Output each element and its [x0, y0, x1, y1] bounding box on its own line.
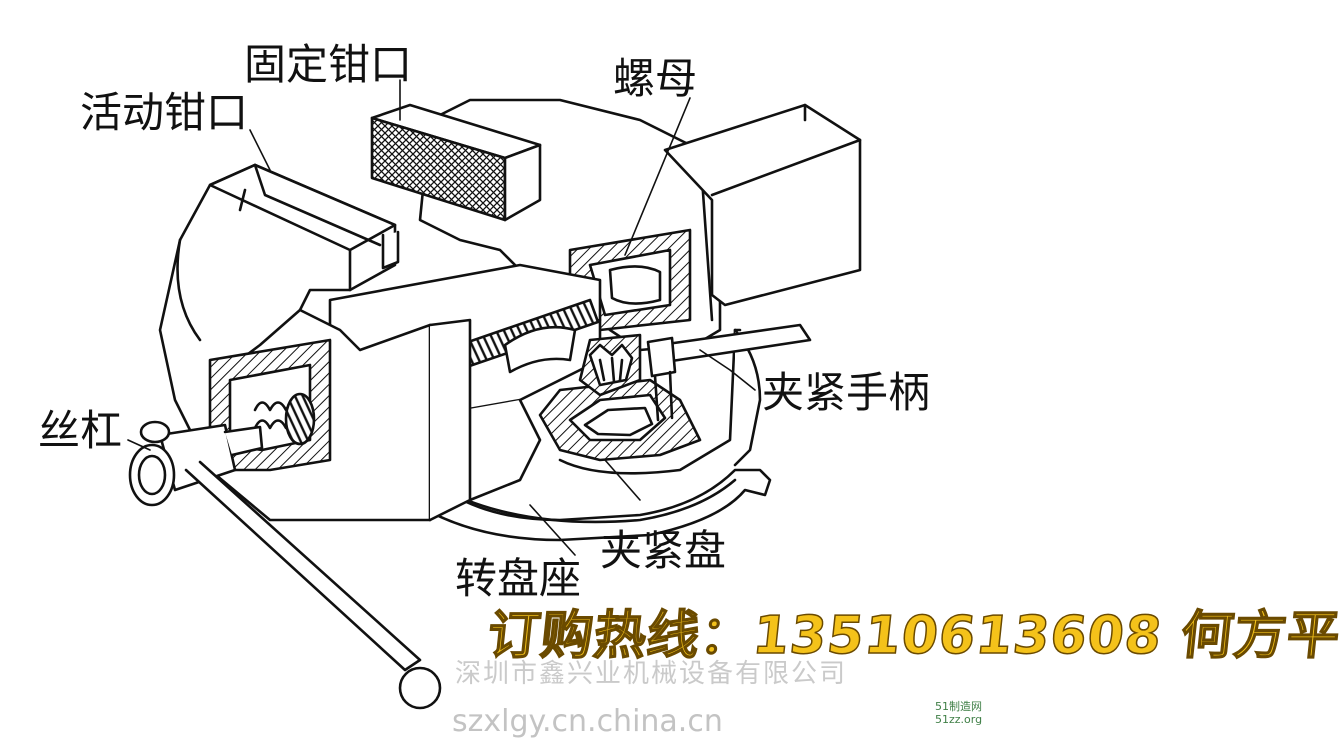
label-movable-jaw: 活动钳口 — [80, 88, 249, 137]
clamp-handle — [646, 323, 812, 422]
company-watermark: 深圳市鑫兴业机械设备有限公司 — [455, 659, 848, 689]
label-swivel-base: 转盘座 — [455, 554, 582, 603]
leader-swivel-base — [529, 504, 576, 556]
screw-handle-assembly — [128, 420, 442, 710]
leader-clamp-plate — [604, 459, 641, 501]
order-hotline-banner: 订购热线：13510613608 何方平 — [484, 605, 1343, 667]
screw-spring — [253, 392, 316, 446]
fixed-jaw — [370, 103, 542, 222]
label-nut: 螺母 — [613, 54, 698, 103]
clamp-gear — [588, 343, 634, 387]
label-fixed-jaw: 固定钳口 — [244, 40, 413, 89]
logo-line-2: 51zz.org — [935, 713, 983, 726]
site-url-watermark: szxlgy.cn.china.cn — [452, 704, 723, 739]
site-logo: 51制造网 51zz.org — [935, 700, 982, 726]
bench-vise-diagram — [127, 79, 862, 710]
swivel-base — [408, 328, 772, 542]
label-clamp-plate: 夹紧盘 — [600, 526, 727, 575]
label-screw: 丝杠 — [38, 406, 123, 455]
leader-movable-jaw — [249, 129, 271, 171]
leader-lines — [127, 79, 756, 556]
clamp-plate — [538, 378, 702, 462]
rear-guide-block — [663, 103, 862, 307]
logo-line-1: 51制造网 — [935, 700, 983, 713]
label-clamp-handle: 夹紧手柄 — [762, 368, 931, 417]
leader-nut — [624, 97, 691, 256]
leader-clamp-handle — [699, 349, 756, 391]
leader-screw — [127, 439, 151, 451]
